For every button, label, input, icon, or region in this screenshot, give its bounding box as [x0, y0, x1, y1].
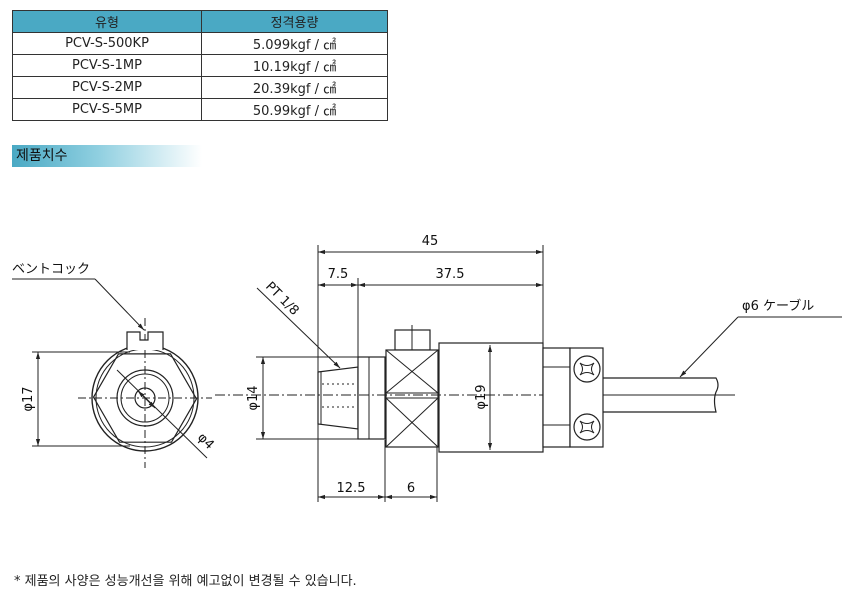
footnote: * 제품의 사양은 성능개선을 위해 예고없이 변경될 수 있습니다.	[14, 574, 357, 589]
front-view: φ17 φ4 ベントコック	[12, 262, 217, 468]
table-header-row: 유형 정격용량	[12, 10, 388, 33]
side-view: 45 7.5 37.5 φ19 φ6 ケーブル φ	[215, 234, 842, 502]
dim-12-5-label: 12.5	[337, 481, 366, 496]
header-type: 유형	[12, 10, 202, 33]
cell-type: PCV-S-5MP	[12, 98, 202, 121]
header-capacity: 정격용량	[201, 10, 388, 33]
dim-45-label: 45	[422, 234, 439, 249]
phi14-label: φ14	[246, 385, 261, 410]
dim-37-5-label: 37.5	[436, 267, 465, 282]
dim-7-5-label: 7.5	[328, 267, 349, 282]
cell-capacity: 20.39kgf / ㎠	[201, 76, 388, 99]
cell-capacity: 50.99kgf / ㎠	[201, 98, 388, 121]
dim-6-label: 6	[407, 481, 415, 496]
cable-label: φ6 ケーブル	[742, 298, 814, 314]
screw-icon	[573, 413, 601, 441]
phi17-label: φ17	[21, 386, 36, 411]
screw-icon	[573, 355, 601, 383]
section-title: 제품치수	[12, 145, 202, 167]
phi19-label: φ19	[474, 384, 489, 409]
vent-cock-label: ベントコック	[12, 262, 90, 277]
